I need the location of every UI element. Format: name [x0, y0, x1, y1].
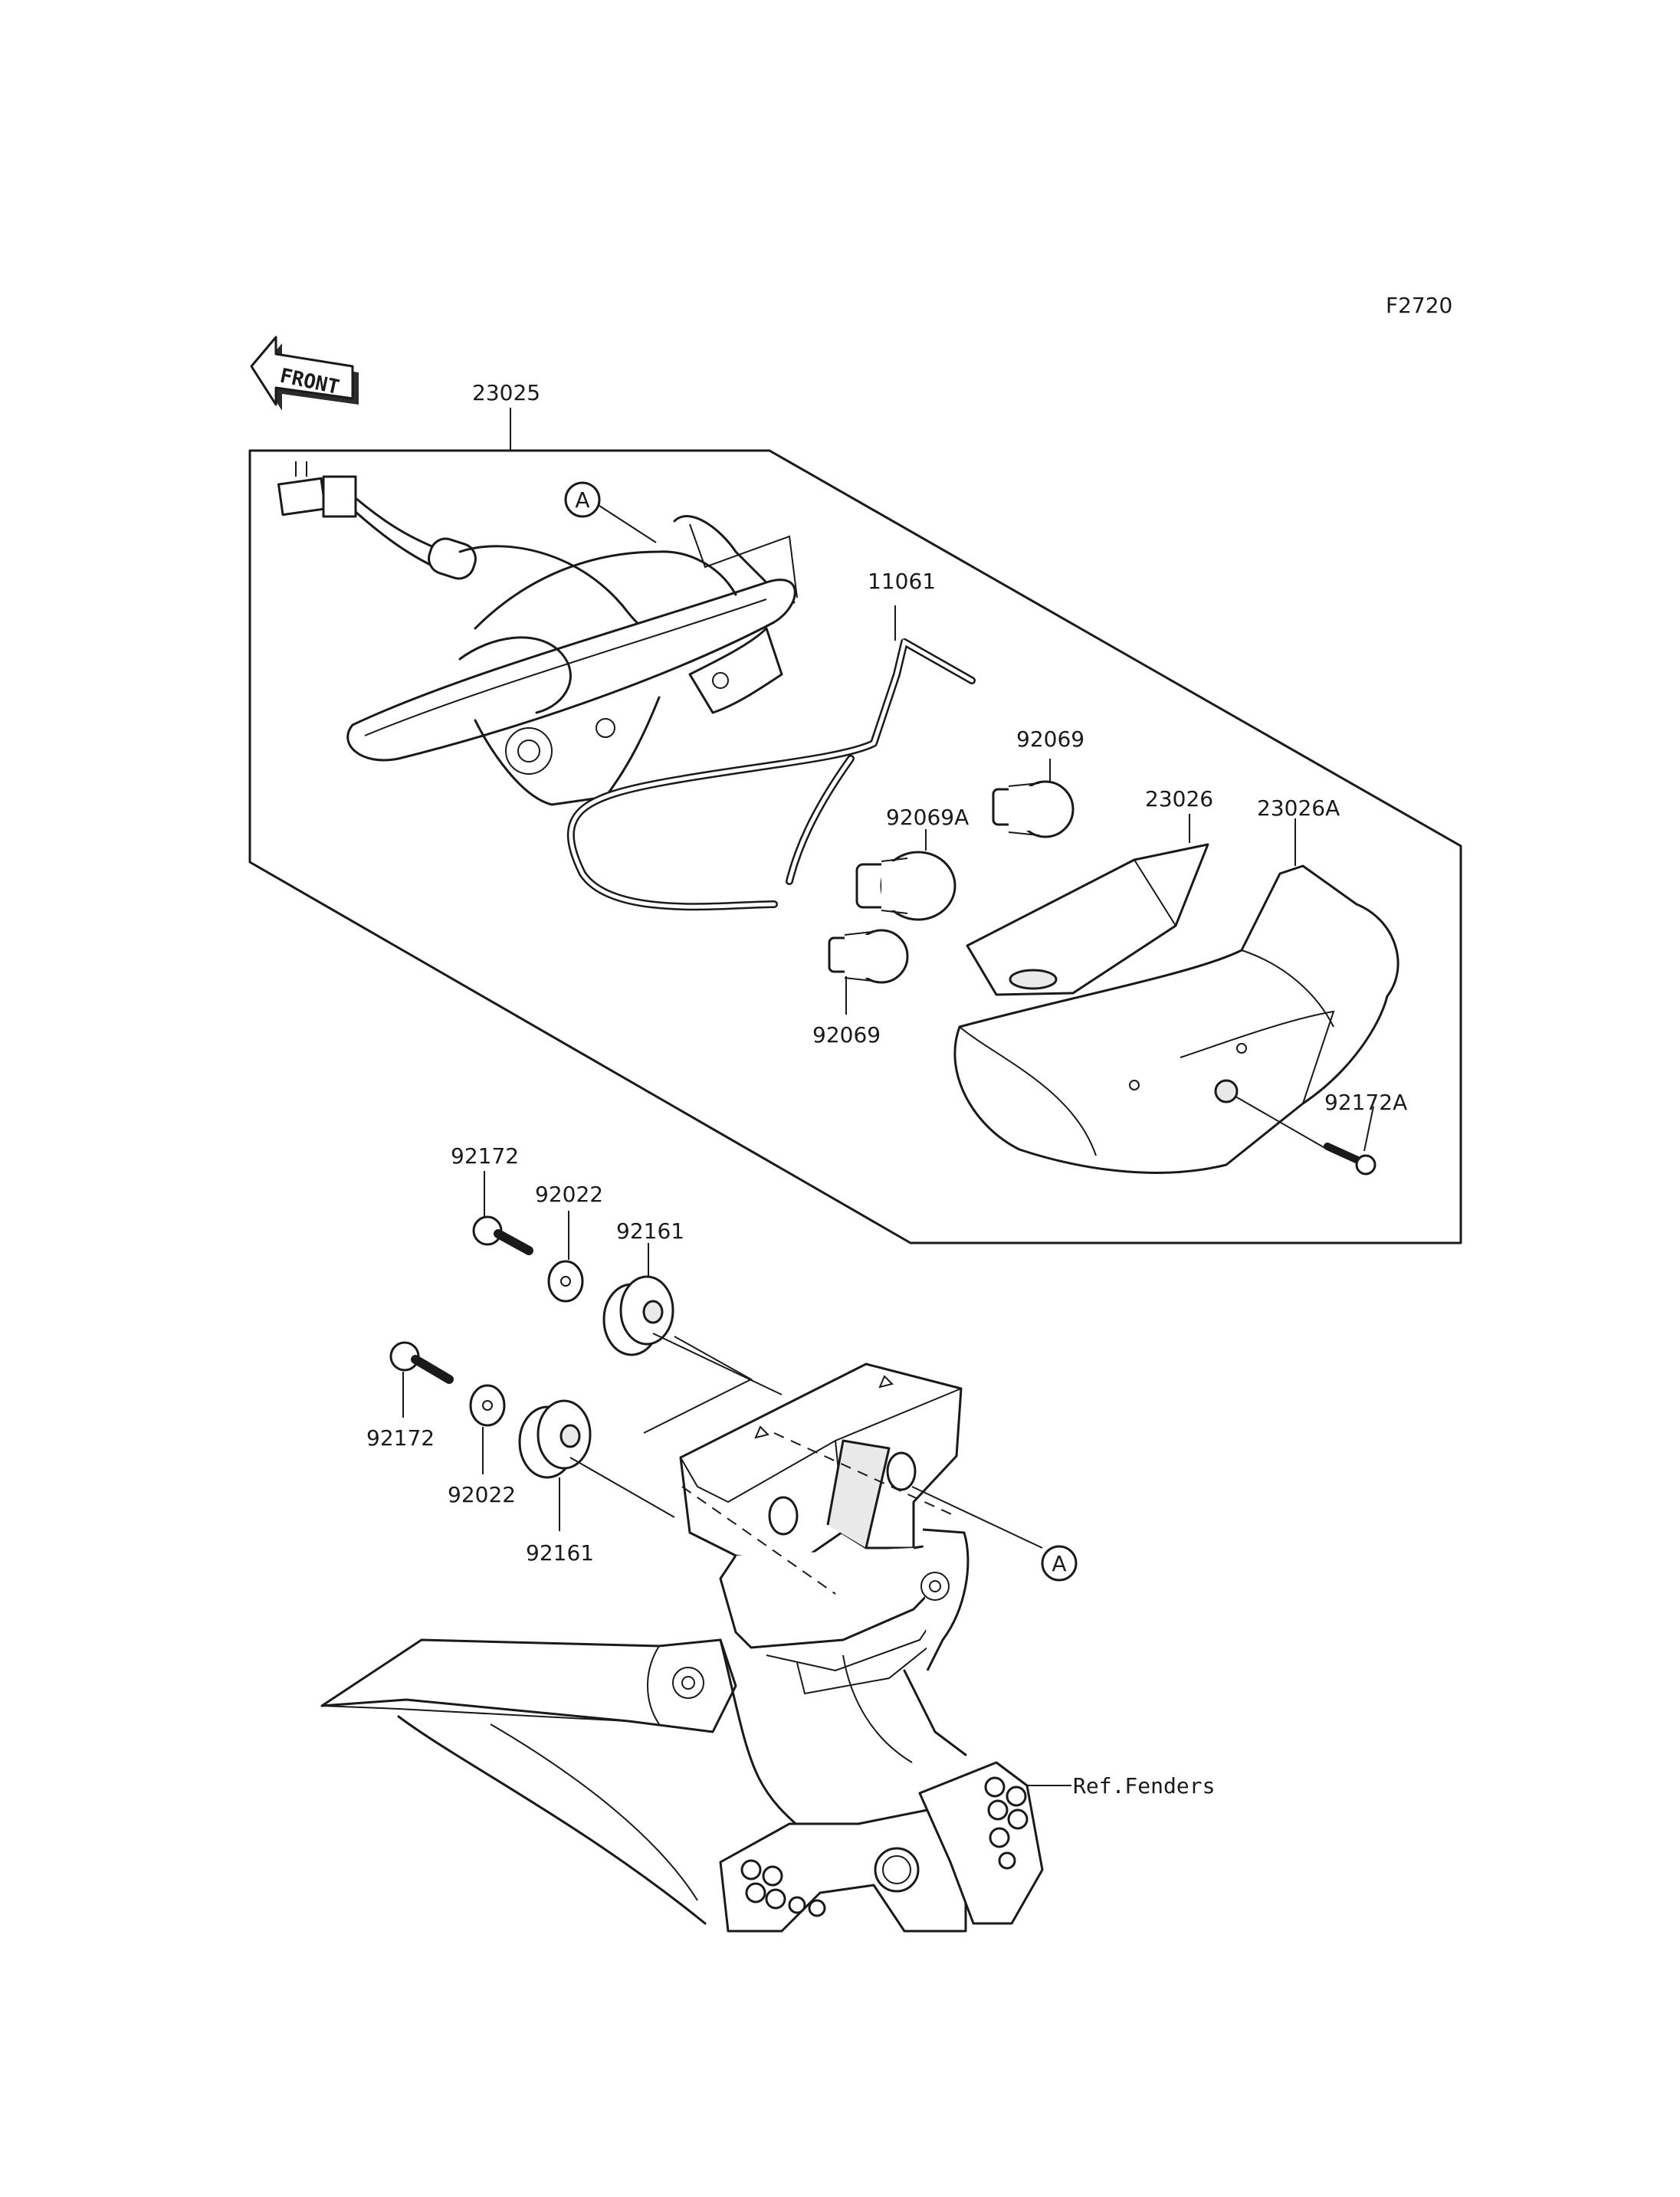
lens-23026A — [953, 818, 1399, 1174]
part-label-92172-upper: 92172 — [451, 1143, 519, 1169]
screw-92172-upper — [472, 1171, 533, 1255]
wire-harness-11061 — [566, 605, 976, 911]
bulb-92069-upper — [992, 759, 1075, 838]
tail-light-housing — [277, 461, 798, 806]
reference-fenders-label: Ref.Fenders — [1073, 1773, 1215, 1799]
reference-a-upper: A — [564, 481, 657, 543]
part-label-23025: 23025 — [472, 380, 540, 405]
assembly-kit-boundary — [248, 449, 1462, 1244]
alignment-line-lower — [569, 1457, 675, 1518]
front-direction-arrow: FRONT — [250, 336, 359, 411]
part-label-92161-lower: 92161 — [526, 1540, 594, 1566]
reference-a-upper-label: A — [575, 487, 589, 513]
part-label-23026: 23026 — [1145, 786, 1213, 812]
part-label-92069A: 92069A — [886, 805, 969, 830]
part-label-92161-upper: 92161 — [616, 1218, 684, 1244]
bulb-92069-lower — [828, 929, 909, 1015]
washer-92022-lower — [469, 1384, 506, 1474]
screw-92172A — [1214, 1079, 1376, 1176]
screw-92172-lower — [389, 1341, 454, 1418]
part-label-92022-lower: 92022 — [448, 1482, 516, 1507]
part-label-92022-upper: 92022 — [535, 1182, 603, 1207]
washer-92022-upper — [547, 1211, 584, 1303]
alignment-line-upper — [652, 1333, 783, 1395]
grommet-92161-upper — [602, 1243, 674, 1356]
bulb-92069A — [855, 829, 956, 921]
lens-23026 — [966, 814, 1209, 996]
part-label-11061: 11061 — [868, 569, 936, 594]
part-label-92069-lower: 92069 — [812, 1022, 881, 1048]
dashed-axis-upper — [773, 1432, 959, 1518]
rear-fender — [320, 1528, 1071, 1933]
part-label-92172A: 92172A — [1324, 1090, 1407, 1115]
grommet-92161-lower — [518, 1399, 592, 1531]
alignment-line-upper-2 — [643, 1336, 753, 1434]
dashed-axis-lower — [681, 1486, 836, 1595]
reference-a-lower: A — [911, 1486, 1078, 1582]
part-label-23026A: 23026A — [1257, 795, 1340, 821]
reference-a-lower-label: A — [1052, 1551, 1066, 1576]
figure-code: F2720 — [1386, 293, 1452, 318]
part-label-92069-upper: 92069 — [1016, 726, 1084, 752]
part-label-92172-lower: 92172 — [366, 1425, 435, 1451]
